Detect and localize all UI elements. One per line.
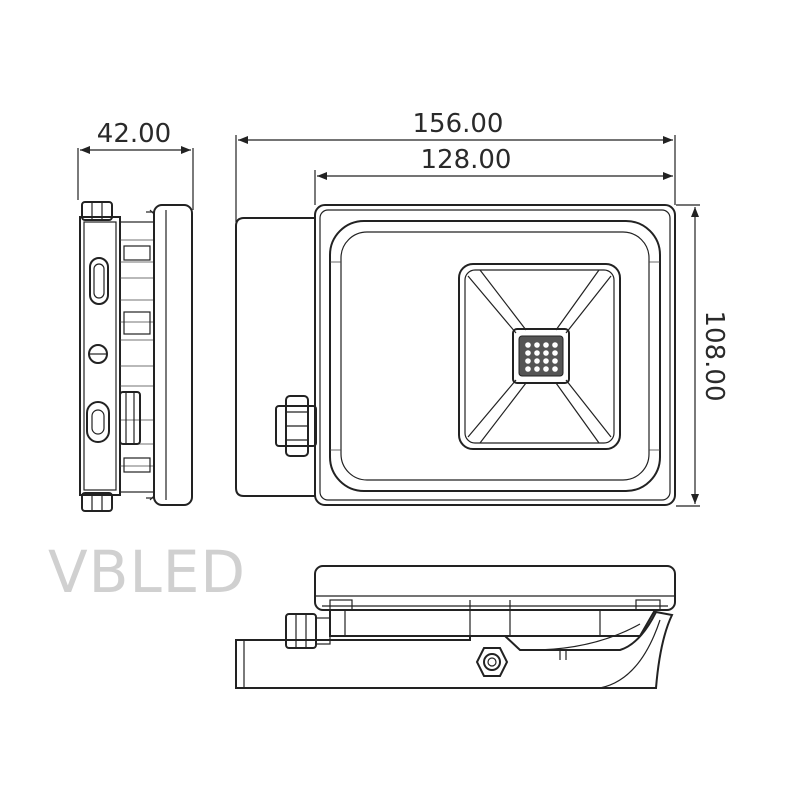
pivot-nut	[475, 647, 509, 677]
dimension-height-label: 108.00	[699, 311, 729, 402]
dimension-total-width: 156.00	[235, 109, 676, 222]
dimension-depth: 42.00	[77, 119, 194, 210]
top-view	[235, 565, 676, 689]
cable-gland	[275, 395, 317, 457]
brand-logo: VBLED	[48, 538, 246, 606]
dimension-body-width-label: 128.00	[421, 145, 512, 175]
front-view	[235, 204, 676, 506]
dimension-depth-label: 42.00	[97, 119, 171, 149]
side-view	[79, 201, 193, 512]
dimension-height: 108.00	[676, 204, 729, 507]
led-chip	[512, 328, 570, 384]
dimension-total-width-label: 156.00	[413, 109, 504, 139]
reflector	[458, 263, 621, 450]
dimension-body-width: 128.00	[314, 145, 673, 205]
